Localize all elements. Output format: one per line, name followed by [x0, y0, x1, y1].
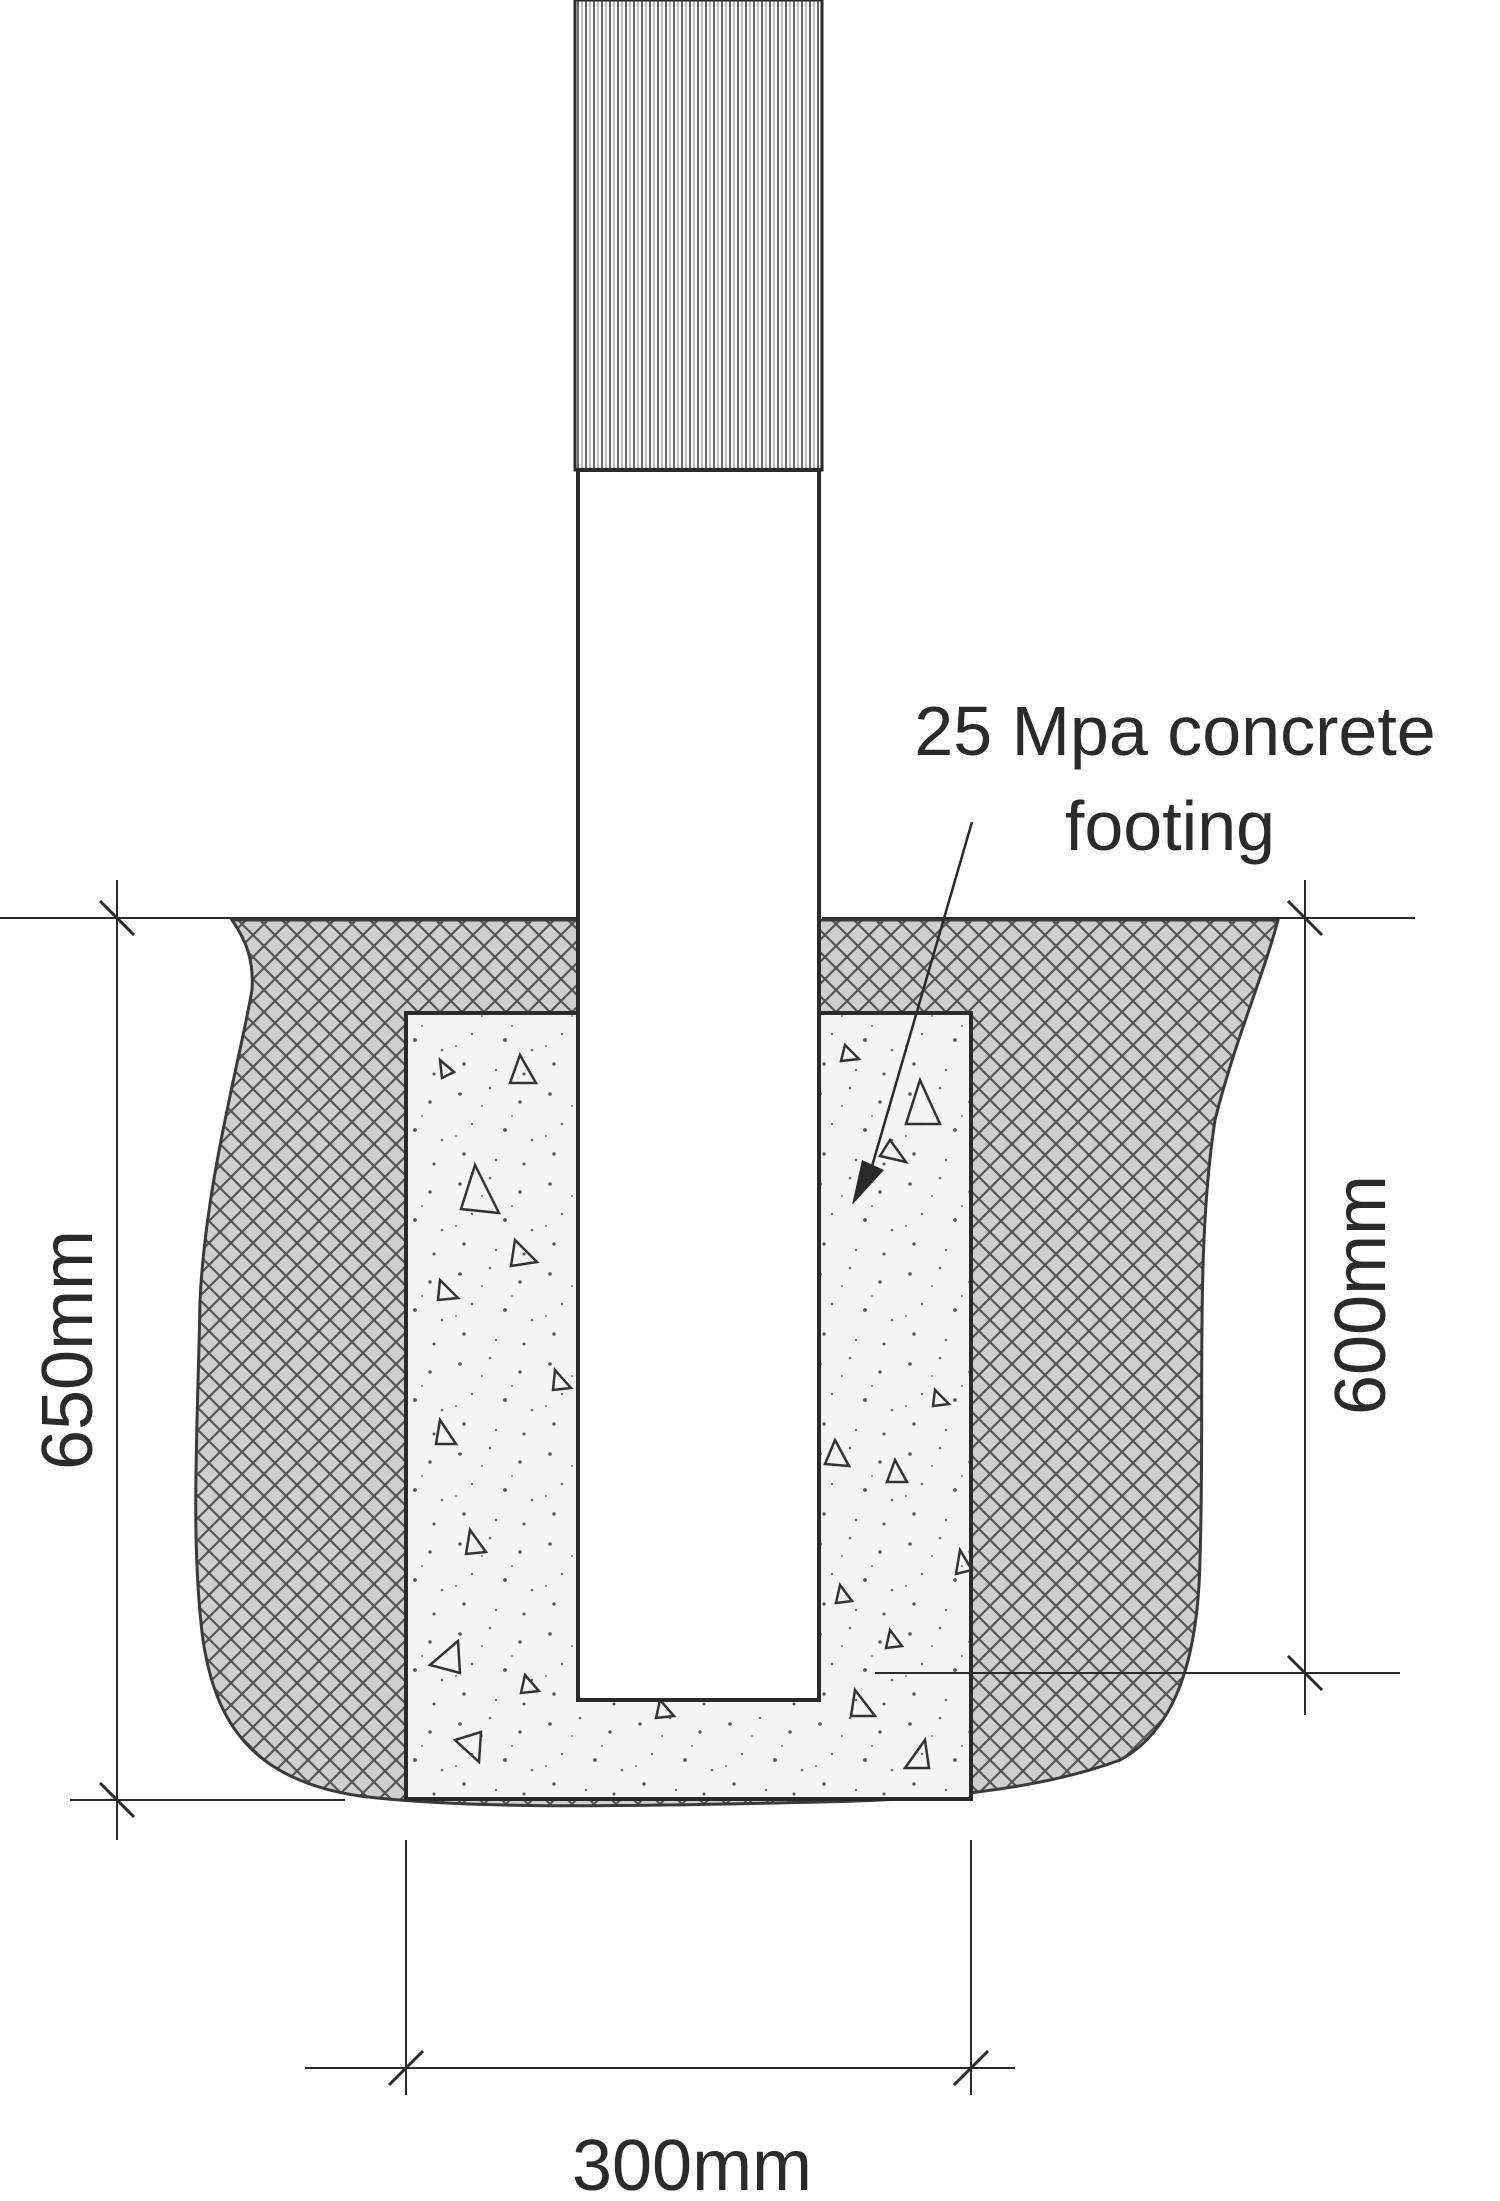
label-600mm: 600mm [1321, 1175, 1401, 1415]
post-grain-section [573, 0, 824, 472]
dimension-footing-width: 300mm [305, 1840, 1015, 2201]
dimension-overall-depth: 650mm [0, 880, 580, 1840]
label-300mm: 300mm [572, 2126, 812, 2201]
annotation-leader [852, 821, 974, 1205]
label-650mm: 650mm [28, 1230, 108, 1470]
dimension-footing-depth: 600mm [822, 880, 1415, 1715]
concrete-aggregate [427, 1042, 974, 1770]
annotation-line-1: 25 Mpa concrete [914, 692, 1435, 770]
post-embedded-section [576, 468, 821, 1702]
annotation-line-2: footing [1065, 787, 1275, 865]
